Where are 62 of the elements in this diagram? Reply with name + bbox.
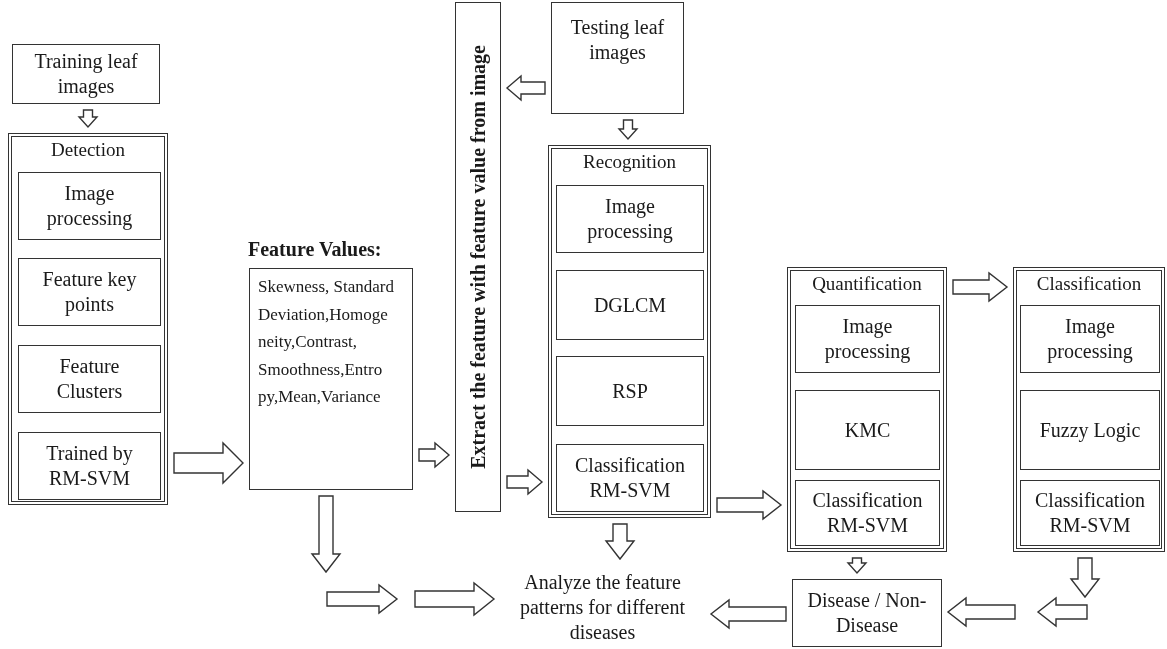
block-arrow [505, 74, 546, 102]
process-box [556, 356, 704, 426]
vertical-box [455, 2, 501, 512]
process-box [792, 579, 942, 647]
panel-title: Classification [1035, 273, 1143, 295]
process-box [18, 172, 161, 240]
block-arrow [604, 523, 636, 561]
box-label: Trained by RM-SVM [45, 441, 134, 491]
box-label: Testing leaf images [569, 15, 666, 65]
box-label: Image processing [823, 314, 912, 364]
box-label: Classification RM-SVM [811, 488, 924, 538]
box-label: Disease / Non-Disease [806, 588, 928, 638]
block-arrow [173, 441, 244, 485]
block-arrow [418, 441, 451, 469]
block-arrow [1036, 557, 1101, 628]
block-arrow [77, 109, 99, 129]
box-label: Feature Clusters [55, 354, 124, 404]
process-box [551, 2, 684, 114]
process-box [1020, 305, 1160, 373]
block-arrow [414, 581, 496, 617]
process-box [18, 345, 161, 413]
panel-title: Quantification [811, 273, 923, 295]
result-text: Analyze the feature patterns for different diseases [518, 569, 687, 645]
box-label: KMC [844, 417, 891, 443]
block-arrow [506, 468, 544, 496]
box-label: Image processing [1046, 314, 1134, 364]
box-label: DGLCM [593, 292, 667, 318]
process-box [1020, 480, 1160, 546]
process-box [556, 185, 704, 253]
group-panel [1013, 267, 1165, 552]
block-arrow [716, 489, 783, 521]
process-box [795, 480, 940, 546]
process-box [795, 305, 940, 373]
group-panel [548, 145, 711, 518]
panel-title: Recognition [582, 151, 677, 173]
process-box [795, 390, 940, 470]
block-arrow [952, 271, 1009, 303]
process-box [18, 432, 161, 500]
process-box [12, 44, 160, 104]
block-arrow [310, 495, 399, 615]
box-label: Image processing [45, 181, 134, 231]
box-label: Classification RM-SVM [574, 453, 686, 503]
box-label: Training leaf images [33, 49, 139, 99]
group-panel [8, 133, 168, 505]
box-label: Feature key points [41, 267, 138, 317]
block-arrow [846, 557, 868, 575]
process-box [1020, 390, 1160, 470]
block-arrow [617, 119, 639, 141]
feature-list: Skewness, Standard Deviation,Homoge neity,Contrast, Smoothness,Entro py,Mean,Variance [258, 273, 408, 411]
block-arrow [709, 598, 787, 630]
group-panel [787, 267, 947, 552]
panel-title: Detection [50, 139, 126, 161]
process-box [556, 444, 704, 512]
vertical-label: Extract the feature with feature value from image [466, 45, 490, 469]
box-label: Classification RM-SVM [1034, 488, 1146, 538]
process-box [556, 270, 704, 340]
box-label: RSP [612, 378, 648, 404]
box-label: Image processing [586, 194, 674, 244]
box-label: Fuzzy Logic [1039, 417, 1141, 443]
process-box [18, 258, 161, 326]
block-arrow [946, 596, 1016, 628]
heading: Feature Values: [248, 238, 382, 261]
